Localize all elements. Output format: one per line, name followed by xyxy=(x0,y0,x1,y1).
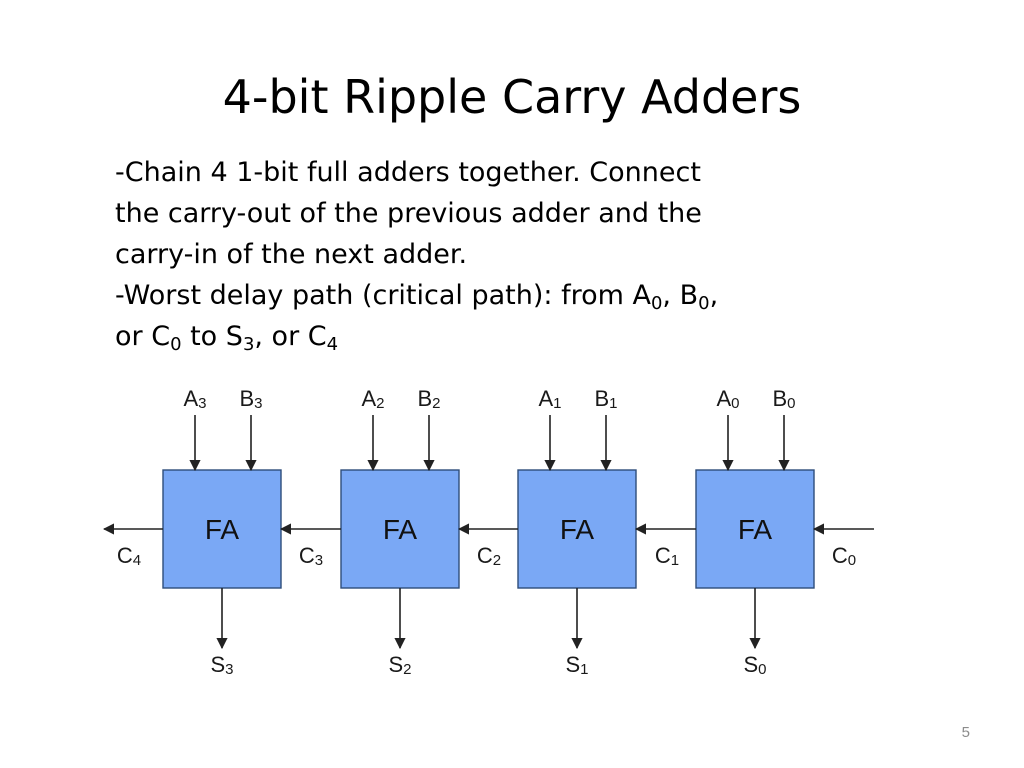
bullet-2-to-s: to S xyxy=(181,321,243,352)
carry-c3-label-subscript: 3 xyxy=(315,552,323,569)
input-b0-label-main: B xyxy=(772,386,787,411)
full-adder-block-3 xyxy=(162,469,282,589)
bullet-1-line-3: carry-in of the next adder. xyxy=(115,239,468,270)
input-a3-label: A3 xyxy=(183,386,206,412)
bullet-2-or-c: or C xyxy=(115,321,171,352)
sum-s2-label: S2 xyxy=(388,652,411,678)
carry-c4-label: C4 xyxy=(117,543,141,569)
carry-c0-label: C0 xyxy=(832,543,856,569)
slide-number: 5 xyxy=(961,724,970,741)
bullet-2-c4-subscript: 4 xyxy=(326,334,339,355)
sum-s3-label-main: S xyxy=(210,652,225,677)
input-b3-label: B3 xyxy=(239,386,262,412)
input-b1-label-subscript: 1 xyxy=(609,395,617,412)
input-a2-label-subscript: 2 xyxy=(376,395,384,412)
sum-s0-label: S0 xyxy=(743,652,766,678)
full-adder-label-2: FA xyxy=(383,514,418,545)
slide-title: 4-bit Ripple Carry Adders xyxy=(222,70,802,124)
sum-s1-label: S1 xyxy=(565,652,588,678)
input-b3-label-subscript: 3 xyxy=(254,395,262,412)
input-b2-label: B2 xyxy=(417,386,440,412)
full-adder-label-0: FA xyxy=(738,514,773,545)
carry-c0-label-main: C xyxy=(832,543,848,568)
input-a2-label: A2 xyxy=(361,386,384,412)
carry-c2-label-subscript: 2 xyxy=(493,552,501,569)
carry-c4-label-subscript: 4 xyxy=(133,552,141,569)
input-a3-label-subscript: 3 xyxy=(198,395,206,412)
carry-c2-label: C2 xyxy=(477,543,501,569)
carry-c0-label-subscript: 0 xyxy=(848,552,856,569)
sum-s0-label-subscript: 0 xyxy=(758,661,766,678)
bullet-2-prefix: -Worst delay path (critical path): from … xyxy=(115,280,651,311)
carry-c3-label: C3 xyxy=(299,543,323,569)
input-a3-label-main: A xyxy=(183,386,198,411)
carry-c3-label-main: C xyxy=(299,543,315,568)
bullet-2-a-subscript: 0 xyxy=(650,293,663,314)
input-b0-label-subscript: 0 xyxy=(787,395,795,412)
input-b0-label: B0 xyxy=(772,386,795,412)
carry-c1-label: C1 xyxy=(655,543,679,569)
input-b1-label: B1 xyxy=(594,386,617,412)
sum-s0-label-main: S xyxy=(743,652,758,677)
input-a0-label: A0 xyxy=(716,386,739,412)
carry-c1-label-subscript: 1 xyxy=(671,552,679,569)
bullet-2-b-subscript: 0 xyxy=(698,293,710,314)
bullet-1-line-1: -Chain 4 1-bit full adders together. Con… xyxy=(115,157,701,188)
sum-s3-label: S3 xyxy=(210,652,233,678)
carry-c4-label-main: C xyxy=(117,543,133,568)
sum-s1-label-subscript: 1 xyxy=(580,661,588,678)
sum-s2-label-subscript: 2 xyxy=(403,661,411,678)
bullet-2-comma: , xyxy=(709,280,719,311)
full-adder-label-1: FA xyxy=(560,514,595,545)
carry-c2-label-main: C xyxy=(477,543,493,568)
input-b1-label-main: B xyxy=(594,386,609,411)
sum-s2-label-main: S xyxy=(388,652,403,677)
full-adder-label-3: FA xyxy=(205,514,240,545)
sum-s1-label-main: S xyxy=(565,652,580,677)
sum-s3-label-subscript: 3 xyxy=(225,661,233,678)
input-b2-label-main: B xyxy=(417,386,432,411)
input-a1-label-main: A xyxy=(538,386,553,411)
carry-c1-label-main: C xyxy=(655,543,671,568)
bullet-2-s-subscript: 3 xyxy=(242,334,255,355)
bullet-1-line-2: the carry-out of the previous adder and … xyxy=(115,198,702,229)
bullet-2-line-2: or C0 to S3, or C4 xyxy=(115,316,915,357)
full-adder-block-2 xyxy=(340,469,460,589)
input-a0-label-subscript: 0 xyxy=(731,395,739,412)
slide-body: -Chain 4 1-bit full adders together. Con… xyxy=(115,152,915,357)
input-a2-label-main: A xyxy=(361,386,376,411)
input-b3-label-main: B xyxy=(239,386,254,411)
bullet-2-c-subscript: 0 xyxy=(170,334,182,355)
bullet-2-or-c4: , or C xyxy=(254,321,327,352)
bullet-2-b-text: , B xyxy=(662,280,699,311)
bullet-2-line-1: -Worst delay path (critical path): from … xyxy=(115,275,915,316)
input-a0-label-main: A xyxy=(716,386,731,411)
input-a1-label-subscript: 1 xyxy=(553,395,561,412)
input-a1-label: A1 xyxy=(538,386,561,412)
input-b2-label-subscript: 2 xyxy=(432,395,440,412)
